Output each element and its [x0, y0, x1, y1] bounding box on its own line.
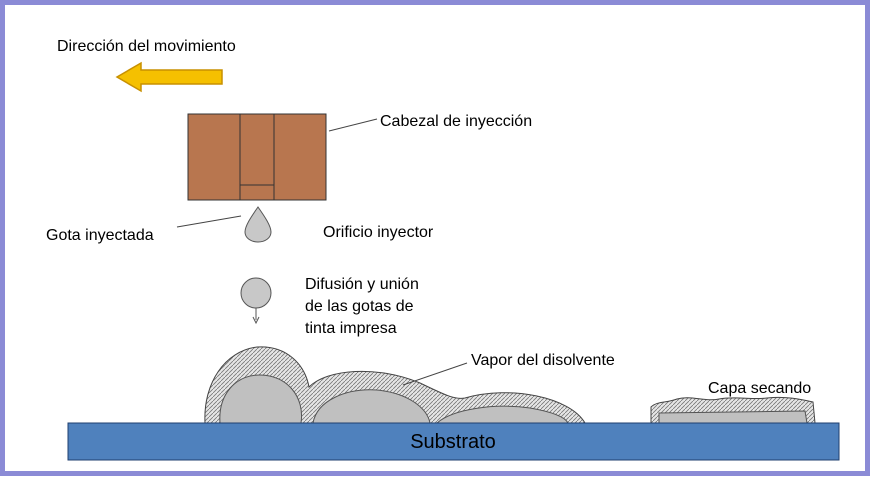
ejected-drop [244, 206, 272, 243]
drying-label: Capa secando [708, 380, 811, 397]
drop-label: Gota inyectada [46, 227, 154, 244]
nozzle-label: Orificio inyector [323, 224, 434, 241]
head-pointer [328, 118, 378, 132]
ink-drop-left [219, 374, 303, 424]
falling-drop-tip [252, 316, 260, 325]
vapor-pointer [402, 362, 468, 386]
inkjet-diagram: Dirección del movimiento Cabezal de inye… [46, 38, 840, 461]
falling-drop [240, 277, 272, 309]
direction-arrow [115, 61, 223, 93]
head-label: Cabezal de inyección [380, 113, 532, 130]
diffusion-label-line-3: tinta impresa [305, 320, 397, 337]
diffusion-label-line-2: de las gotas de [305, 298, 414, 315]
substrate [67, 422, 840, 461]
diffusion-label-line-1: Difusión y unión [305, 276, 419, 293]
injection-head [187, 113, 327, 201]
ink-drop-right [435, 405, 569, 424]
ink-drop-middle [312, 389, 431, 424]
vapor-label: Vapor del disolvente [471, 352, 615, 369]
drop-pointer [176, 215, 242, 228]
direction-label: Dirección del movimiento [57, 38, 236, 55]
drying-layer-inner [658, 410, 808, 424]
substrate-label: Substrato [410, 431, 496, 453]
